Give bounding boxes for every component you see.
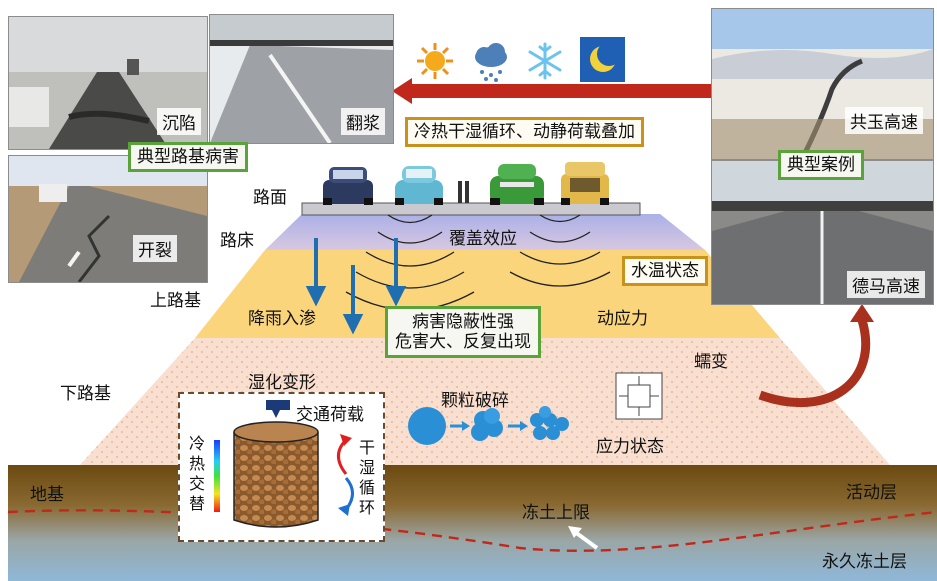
particle-breakage-graphic [408,406,569,445]
traffic-load-label: 交通荷载 [296,405,364,425]
table-pointer [573,530,599,550]
soil-sample-graphic [214,400,354,528]
hidden-disease-line1: 病害隐蔽性强 [412,312,514,332]
snowflake-icon [528,42,562,80]
stress-element-graphic [615,372,663,420]
cold-hot-alternation-label: 冷热交替 [188,434,205,513]
cycle-box: 冷热干湿循环、动静荷载叠加 [405,117,644,147]
rain-infiltration-label: 降雨入渗 [248,309,316,329]
upper-subgrade-label: 上路基 [150,291,201,311]
stress-state-label: 应力状态 [596,437,664,457]
cover-effect-label: 覆盖效应 [449,229,517,249]
particle-breakage-label: 颗粒破碎 [441,391,509,411]
lower-subgrade-label: 下路基 [60,384,111,404]
table-pointer-head [568,526,582,538]
hidden-disease-box: 病害隐蔽性强 危害大、反复出现 [385,306,541,358]
water-temp-box: 水温状态 [622,256,708,286]
car-1 [323,167,373,205]
curve-arrow-head [850,304,874,322]
permafrost-table-label: 冻土上限 [522,503,590,523]
photo-gongyu-label: 共玉高速 [845,107,923,134]
car-3 [490,164,544,205]
dry-wet-cycle-label: 干湿循环 [358,438,375,517]
roadbed-label: 路床 [220,231,254,251]
permafrost-table-line [7,509,937,552]
permafrost-layer-label: 永久冻土层 [822,552,907,572]
rain-cloud-icon [475,43,507,82]
bollards [458,181,469,203]
car-4 [561,162,609,205]
cycle-arrow-shaft [410,84,715,98]
photo-dema: 德马高速 [711,160,934,305]
hidden-disease-line2: 危害大、反复出现 [395,332,531,352]
foundation-label: 地基 [30,485,64,505]
stress-waves [345,214,611,311]
creep-label: 蠕变 [694,352,728,372]
typical-case-box: 典型案例 [778,150,864,180]
rain-arrows [305,238,407,335]
curve-arrow [758,318,871,408]
cycle-arrow-head [392,78,412,104]
photo-dema-label: 德马高速 [847,271,925,298]
moon-icon [580,37,625,82]
typical-disease-box: 典型路基病害 [128,142,248,172]
photo-subsidence: 沉陷 [8,16,208,150]
active-layer-label: 活动层 [846,483,897,503]
wetting-deformation-label: 湿化变形 [248,373,316,393]
photo-gongyu: 共玉高速 [711,8,934,160]
roadbed-layer [265,214,705,250]
photo-slurry: 翻浆 [209,14,394,144]
photo-cracking-image [9,156,207,282]
photo-cracking-label: 开裂 [133,235,177,262]
photo-subsidence-image [9,17,207,149]
dynamic-stress-label: 动应力 [597,309,648,329]
ground-layer [8,465,937,581]
photo-gongyu-image [712,9,933,159]
photo-slurry-label: 翻浆 [341,108,385,135]
photo-cracking: 开裂 [8,155,208,283]
photo-dema-image [712,161,933,304]
pavement-slab [301,202,641,216]
sun-icon [417,43,453,79]
car-2 [395,166,443,205]
photo-subsidence-label: 沉陷 [157,108,201,135]
pavement-label: 路面 [253,188,287,208]
soil-sample-inset: 交通荷载 冷热交替 干湿循环 [178,392,385,542]
